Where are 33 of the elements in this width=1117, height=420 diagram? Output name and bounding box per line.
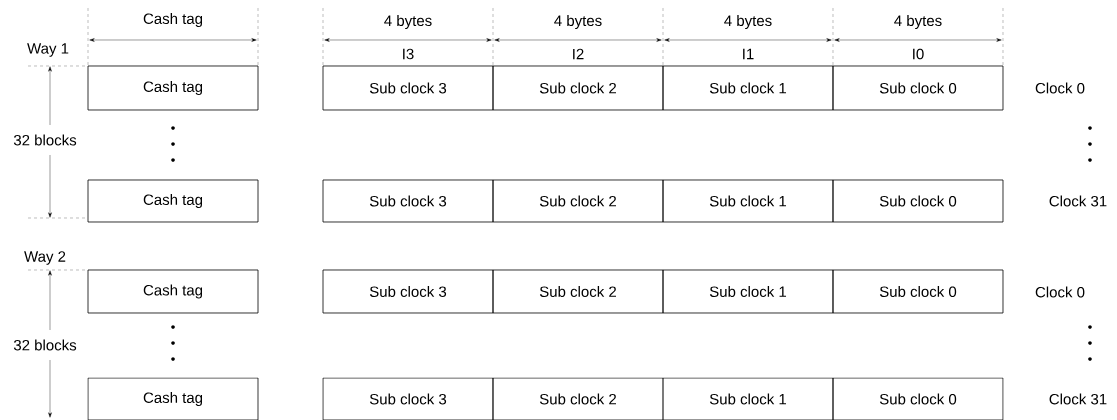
- count-label: 32 blocks: [13, 339, 77, 351]
- sub-clock-box: Sub clock 0: [832, 269, 1004, 314]
- sub-clock-box: Sub clock 2: [492, 377, 664, 420]
- header-label: Cash tag: [143, 13, 203, 27]
- sub-clock-box: Sub clock 3: [322, 65, 494, 111]
- clock-label: Clock 31: [1049, 195, 1107, 207]
- header-label: 4 bytes: [384, 15, 432, 29]
- sub-clock-box: Sub clock 1: [662, 377, 834, 420]
- header-label: 4 bytes: [554, 15, 602, 29]
- sub-clock-box: Sub clock 3: [322, 269, 494, 314]
- sub-clock-box: Sub clock 1: [662, 269, 834, 314]
- sub-clock-box: Sub clock 0: [832, 377, 1004, 420]
- count-label: 32 blocks: [13, 134, 77, 146]
- header-label: 4 bytes: [724, 15, 772, 29]
- sub-clock-box: Sub clock 2: [492, 179, 664, 223]
- way-label: Way 2: [24, 251, 66, 265]
- tag-box: Cash tag: [87, 179, 259, 223]
- sub-clock-box: Sub clock 1: [662, 65, 834, 111]
- sub-clock-box: Sub clock 0: [832, 179, 1004, 223]
- tag-box: Cash tag: [87, 377, 259, 420]
- sub-clock-box: Sub clock 1: [662, 179, 834, 223]
- tag-box: Cash tag: [87, 269, 259, 314]
- way-label: Way 1: [27, 43, 69, 57]
- sub-clock-box: Sub clock 2: [492, 269, 664, 314]
- clock-label: Clock 31: [1049, 393, 1107, 405]
- sub-clock-box: Sub clock 0: [832, 65, 1004, 111]
- sub-clock-box: Sub clock 3: [322, 179, 494, 223]
- header-label: 4 bytes: [894, 15, 942, 29]
- clock-label: Clock 0: [1035, 82, 1085, 94]
- sub-clock-box: Sub clock 2: [492, 65, 664, 111]
- tag-box: Cash tag: [87, 65, 259, 111]
- sub-clock-box: Sub clock 3: [322, 377, 494, 420]
- clock-label: Clock 0: [1035, 286, 1085, 298]
